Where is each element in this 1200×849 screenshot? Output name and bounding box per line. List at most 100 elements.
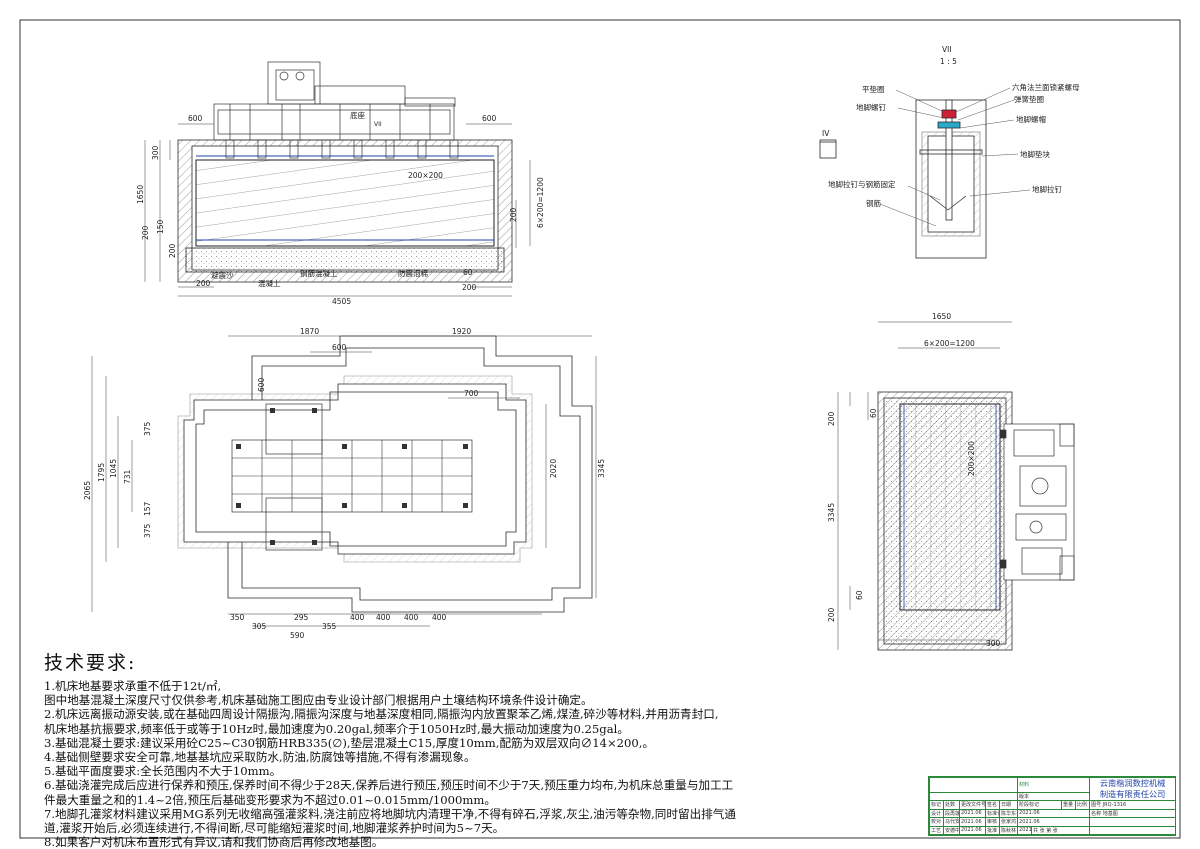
note-line: 4.基础侧壁要求安全可靠,地基基坑应采取防水,防油,防腐蚀等措施,不得有渗漏现象… <box>44 750 476 765</box>
tb-drawing-no: 图号 JRQ-1316 <box>1089 800 1177 810</box>
note-line: 3.基础混凝土要求:建议采用砼C25~C30钢筋HRB335(∅),垫层混凝土C… <box>44 735 655 750</box>
note-line: 7.地脚孔灌浆材料建议采用MG系列无收缩高强灌浆料,浇注前应将地脚坑内清理干净,… <box>44 806 736 821</box>
tb-reviewer: 张家鸿 <box>998 817 1019 827</box>
elevation-view: 600 600 300 1650 200 150 200 200×200 6×2… <box>136 61 545 306</box>
dim-plan-157: 157 <box>143 501 152 516</box>
detail-label-washer: 平垫圈 <box>862 84 885 94</box>
dim-sect-60: 60 <box>869 408 878 418</box>
tb-count: 处数 <box>943 800 960 810</box>
machine-plan <box>231 403 473 551</box>
tb-material: 材料 <box>1017 777 1091 793</box>
machine-side <box>999 423 1075 581</box>
dim-sect-1650: 1650 <box>932 312 951 321</box>
dim-sect-3345: 3345 <box>827 503 836 522</box>
dim-plan-1920: 1920 <box>452 327 471 336</box>
dim-elev-200a: 200 <box>141 225 150 240</box>
dim-plan-3345: 3345 <box>597 459 606 478</box>
section-dims <box>837 321 1012 650</box>
dim-plan-1045: 1045 <box>109 459 118 478</box>
dim-elev-200-bottom-right: 200 <box>462 283 477 292</box>
dim-elev-60: 60 <box>463 268 473 277</box>
concrete-block <box>195 159 495 247</box>
tb-review-date: 2021.06 <box>1017 817 1091 827</box>
dim-plan-b400c: 400 <box>404 613 419 622</box>
note-line: 机床地基抗振要求,频率低于或等于10Hz时,最加速度为0.20gal,频率介于1… <box>44 721 629 736</box>
tb-company: 云南楷润数控机械制造有限责任公司 <box>1089 777 1177 801</box>
dim-plan-b400d: 400 <box>432 613 447 622</box>
dim-plan-b305: 305 <box>252 622 267 631</box>
tb-process: 工艺 <box>929 825 944 835</box>
tb-approve: 批准 <box>985 825 1000 835</box>
machine-elevation <box>213 61 459 159</box>
dim-plan-1795: 1795 <box>97 463 106 482</box>
tb-ratio: 比例 <box>1075 800 1091 810</box>
plan-outline-outer <box>227 335 593 613</box>
detail-label-flange-nut: 六角法兰面锁紧螺母 <box>1012 82 1080 92</box>
callout-rc: 钢筋混凝土 <box>300 268 338 278</box>
plan-view: 1870 1920 600 600 700 2065 1795 1045 731… <box>83 327 606 640</box>
label-vii-marker: VII <box>374 121 382 128</box>
tb-design-date: 2021.06 <box>959 808 986 818</box>
detail-label-pin: 地脚拉钉 <box>1032 184 1062 194</box>
dim-plan-375b: 375 <box>143 523 152 538</box>
tb-approve-date: 2021.06 <box>1017 825 1033 835</box>
tb-date: 日期 <box>998 800 1019 810</box>
tb-process-person: 安德中 <box>943 825 960 835</box>
detail-scale: 1 : 5 <box>940 57 957 66</box>
tb-review: 审核 <box>985 817 1000 827</box>
tb-standard: 标准化 <box>985 808 1000 818</box>
dim-plan-600: 600 <box>332 343 347 352</box>
dim-plan-1870: 1870 <box>300 327 319 336</box>
note-line: 5.基础平面度要求:全长范围内不大于10mm。 <box>44 764 282 779</box>
detail-view: VII 1 : 5 IV 平垫圈 地脚螺钉 六角法兰面锁紧螺母 弹簧垫圈 地脚螺… <box>819 45 1080 259</box>
dim-sect-60b: 60 <box>855 590 864 600</box>
tb-approver: 陈秋林 <box>998 825 1019 835</box>
dim-elev-600-right: 600 <box>482 114 497 123</box>
sheet-border <box>19 19 1181 839</box>
dim-elev-4505: 4505 <box>332 297 351 306</box>
dim-elev-200r: 200 <box>509 207 518 222</box>
dim-plan-b355: 355 <box>322 622 337 631</box>
note-line: 件最大重量之和的1.4~2倍,预压后基础变形要求为不超过0.01~0.015mm… <box>44 792 496 807</box>
plan-dims <box>91 335 597 627</box>
title-block: 材料 云南楷润数控机械制造有限责任公司 版本 标记 处数 更改文件号 签名 日期… <box>928 776 1177 836</box>
detail-label-anchor-block: 地脚垫块 <box>1020 149 1050 159</box>
dim-sect-200: 200 <box>827 411 836 426</box>
label-base: 底座 <box>350 110 365 120</box>
section-concrete <box>899 403 1001 611</box>
elevation-dims <box>144 123 531 297</box>
callout-foam: 防震泡棉 <box>398 268 428 278</box>
callout-sand: 避震沙 <box>211 270 234 280</box>
tb-weight: 重量 <box>1061 800 1077 810</box>
dim-elev-1650: 1650 <box>136 185 145 204</box>
anchor-bolt <box>945 99 953 221</box>
section-view: 1650 6×200=1200 200 60 3345 200×200 60 2… <box>827 312 1075 651</box>
note-line: 6.基础浇灌完成后应进行保养和预压,保养时间不得少于28天,保养后进行预压,预压… <box>44 778 734 793</box>
tb-mark: 标记 <box>929 800 944 810</box>
dim-plan-b350: 350 <box>230 613 245 622</box>
dim-sect-200x200: 200×200 <box>967 441 976 476</box>
tb-check: 校对 <box>929 817 944 827</box>
detail-label-rebar: 钢筋 <box>866 198 881 208</box>
dim-elev-6x200: 6×200=1200 <box>536 177 545 228</box>
tb-version: 版本 <box>1017 791 1091 802</box>
note-line: 1.机床地基要求承重不低于12t/㎡, <box>44 679 222 693</box>
tb-drawing-name: 名称 地基图 <box>1089 808 1177 818</box>
dim-elev-300: 300 <box>151 145 160 160</box>
dim-plan-731: 731 <box>123 469 132 484</box>
callout-concrete: 混凝土 <box>258 278 281 288</box>
tb-std-date: 2021.06 <box>1017 808 1091 818</box>
plan-concrete <box>195 391 517 547</box>
note-line: 2.机床远离振动源安装,或在基础四周设计隔振沟,隔振沟深度与地基深度相同,隔振沟… <box>44 707 719 722</box>
tb-design: 设计 <box>929 808 944 818</box>
dim-sect-300: 300 <box>986 639 1001 648</box>
dim-plan-b295: 295 <box>294 613 309 622</box>
detail-label-spring-washer: 弹簧垫圈 <box>1014 94 1044 104</box>
dim-plan-2020: 2020 <box>549 459 558 478</box>
tb-stage: 阶段标记 <box>1017 800 1063 810</box>
dim-sect-200b: 200 <box>827 607 836 622</box>
tb-std-person: 陈华东 <box>998 808 1019 818</box>
technical-notes: 技术要求: 1.机床地基要求承重不低于12t/㎡, 图中地基混凝土深度尺寸仅供参… <box>44 648 904 849</box>
plan-outline-2 <box>241 347 581 601</box>
